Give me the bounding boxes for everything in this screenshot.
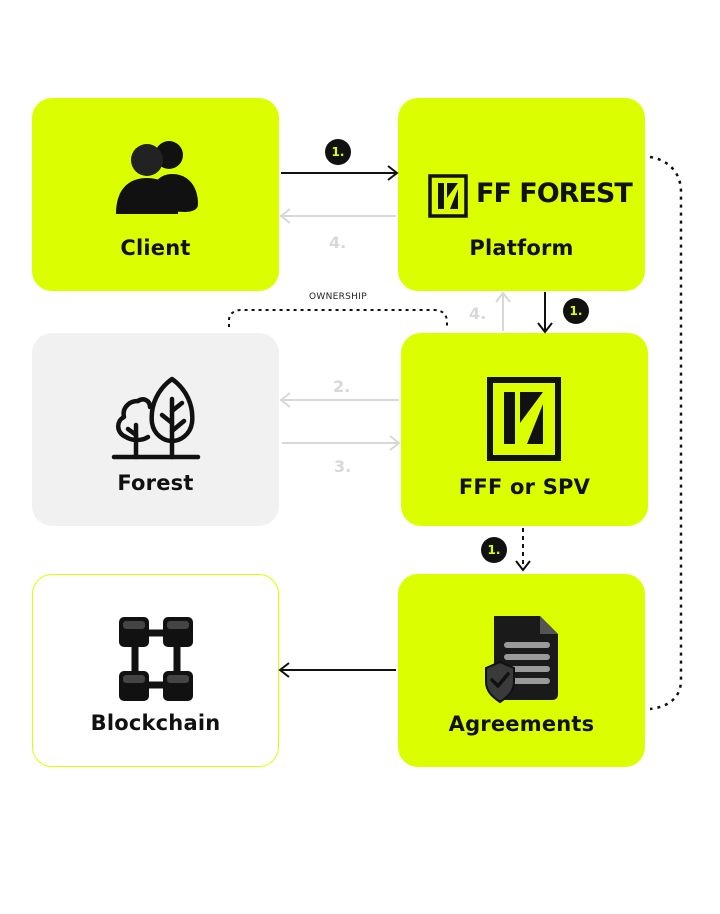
edge-agreements-to-blockchain [278,662,396,678]
client-card: Client [32,98,279,291]
edge-fff-to-agreements [515,528,531,572]
step-label-fff-forest: 2. [333,377,351,396]
platform-brand: FF FOREST [476,178,633,209]
ff-logo-icon [487,377,561,461]
edge-platform-agreements-loop [649,155,683,711]
edge-fff-to-forest [279,392,399,408]
platform-card: FF FOREST Platform [398,98,645,291]
agreements-label: Agreements [448,712,595,736]
step-label-platform-client: 4. [329,233,347,252]
step-badge-fff-agreements: 1. [481,537,507,563]
trees-icon [111,376,201,460]
ownership-label: OWNERSHIP [309,292,367,302]
edge-ownership [228,309,448,328]
step-badge-platform-fff: 1. [563,298,589,324]
edge-client-to-platform [281,165,399,181]
forest-card: Forest [32,333,279,526]
ff-forest-logo-icon [428,174,468,218]
step-label-fff-platform: 4. [469,304,487,323]
forest-label: Forest [117,471,194,495]
blockchain-icon [119,617,193,701]
client-label: Client [120,236,191,260]
step-label-forest-fff: 3. [334,457,352,476]
document-shield-icon [485,616,558,704]
fff-label: FFF or SPV [458,475,591,499]
blockchain-label: Blockchain [90,711,221,735]
platform-label: Platform [469,236,574,260]
agreements-card: Agreements [398,574,645,767]
edge-platform-to-fff [537,292,553,334]
users-icon [116,141,198,214]
fff-card: FFF or SPV [401,333,648,526]
blockchain-card: Blockchain [32,574,279,767]
step-badge-client-platform: 1. [325,139,351,165]
edge-fff-to-platform [495,291,511,331]
edge-forest-to-fff [282,435,401,451]
edge-platform-to-client [279,208,396,224]
